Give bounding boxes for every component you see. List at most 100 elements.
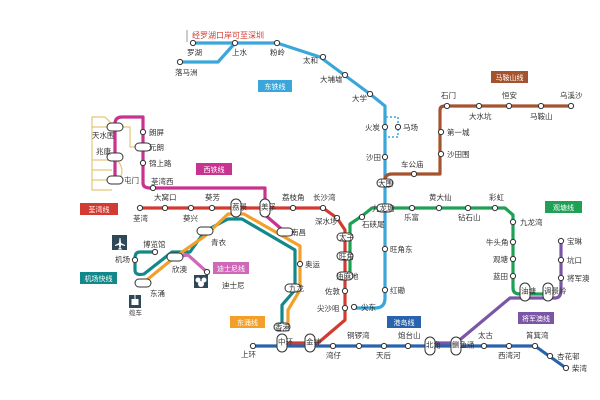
station-label-mong-kok-east[interactable]: 旺角东 [390, 244, 413, 254]
station-label-east-tst[interactable]: 尖东 [361, 302, 376, 312]
station-label-tin-shui-wai[interactable]: 天水围 [92, 130, 115, 140]
interchange-tuen-mun[interactable] [106, 175, 124, 185]
station-label-sha-tin-wai[interactable]: 沙田围 [447, 150, 470, 159]
station-label-tiu-keng-leng[interactable]: 调景岭 [544, 286, 567, 296]
station-label-fo-tan[interactable]: 火炭 [365, 123, 380, 132]
station-marker-sha-tin-wai[interactable] [437, 150, 445, 158]
station-label-tin-hau[interactable]: 天后 [376, 350, 391, 360]
interchange-siu-hong[interactable] [106, 152, 124, 162]
station-marker-tin-hau[interactable] [380, 342, 388, 350]
station-label-lok-ma-chau[interactable]: 落马洲 [175, 67, 198, 77]
station-label-mei-foo[interactable]: 美孚 [261, 202, 276, 212]
station-marker-cheung-sha-wan[interactable] [319, 204, 327, 212]
station-label-racecourse[interactable]: 马场 [403, 123, 418, 132]
station-marker-che-kung-temple[interactable] [410, 170, 418, 178]
interchange-tin-shui-wai[interactable] [106, 122, 124, 132]
station-marker-heng-fa-chuen[interactable] [546, 352, 554, 360]
interchange-mei-foo[interactable] [259, 198, 271, 218]
station-label-admiralty[interactable]: 金钟 [306, 337, 321, 347]
station-label-che-kung-temple[interactable]: 车公庙 [401, 159, 424, 169]
station-marker-tsuen-wan[interactable] [136, 204, 144, 212]
station-label-long-ping[interactable]: 朗屏 [149, 127, 164, 137]
station-label-tai-wo-hau[interactable]: 大窝口 [154, 192, 177, 202]
station-marker-tai-po-market[interactable] [341, 71, 349, 79]
station-marker-lai-chi-kok[interactable] [289, 204, 297, 212]
station-marker-kwai-hing[interactable] [187, 204, 195, 212]
interchange-central[interactable] [276, 333, 288, 353]
station-label-sheung-shui[interactable]: 上水 [232, 47, 247, 57]
station-label-fortress-hill[interactable]: 炮台山 [398, 330, 421, 340]
station-label-yau-tong[interactable]: 油塘 [521, 286, 536, 296]
station-label-mong-kok[interactable]: 旺角 [339, 251, 354, 261]
station-label-tsim-sha-tsui[interactable]: 尖沙咀 [317, 303, 340, 313]
station-marker-heng-on[interactable] [505, 102, 513, 110]
station-label-hang-hau[interactable]: 坑口 [567, 255, 582, 265]
interchange-sunny-bay[interactable] [166, 252, 184, 262]
station-label-hung-hom[interactable]: 红磡 [390, 285, 405, 295]
station-marker-sham-shui-po[interactable] [333, 214, 341, 222]
station-label-heng-on[interactable]: 恒安 [502, 90, 517, 100]
station-label-ma-on-shan[interactable]: 马鞍山 [530, 111, 553, 121]
interchange-prince-edward[interactable] [336, 232, 354, 242]
station-label-sheung-wan[interactable]: 上环 [241, 350, 256, 359]
station-label-yau-ma-tei[interactable]: 油麻地 [336, 271, 359, 281]
station-label-prince-edward[interactable]: 太子 [339, 232, 354, 242]
station-label-central[interactable]: 中环 [278, 337, 293, 347]
station-marker-airport[interactable] [131, 256, 139, 264]
station-marker-wu-kai-sha[interactable] [567, 102, 575, 110]
station-label-jordan[interactable]: 佐敦 [325, 286, 340, 296]
station-label-tuen-mun[interactable]: 屯门 [124, 175, 139, 185]
station-marker-long-ping[interactable] [139, 128, 147, 136]
interchange-yau-tong[interactable] [519, 282, 531, 302]
station-marker-hung-hom[interactable] [381, 286, 389, 294]
station-marker-tsuen-wan-west[interactable] [149, 184, 157, 192]
station-label-causeway-bay[interactable]: 铜锣湾 [347, 330, 370, 340]
station-label-cheung-sha-wan[interactable]: 长沙湾 [313, 192, 336, 202]
station-marker-wong-tai-sin[interactable] [435, 204, 443, 212]
station-marker-kowloon-bay[interactable] [509, 218, 517, 226]
station-label-lok-fu[interactable]: 乐富 [404, 212, 419, 222]
station-marker-choi-hung[interactable] [491, 204, 499, 212]
station-label-shau-kei-wan[interactable]: 筲箕湾 [526, 330, 549, 340]
interchange-mong-kok[interactable] [336, 251, 354, 261]
station-label-disneyland-resort[interactable]: 迪士尼 [222, 280, 245, 290]
station-marker-lok-ma-chau[interactable] [176, 58, 184, 66]
interchange-kowloon[interactable] [284, 283, 302, 293]
station-marker-tsim-sha-tsui[interactable] [341, 304, 349, 312]
station-label-quarry-bay[interactable]: 鲗鱼涌 [452, 340, 475, 350]
station-label-tsuen-wan[interactable]: 荃湾 [133, 213, 148, 223]
station-marker-lok-fu[interactable] [408, 204, 416, 212]
station-label-tung-chung[interactable]: 东涌 [150, 288, 165, 298]
station-label-tai-wai[interactable]: 大围 [378, 178, 393, 188]
station-label-kowloon[interactable]: 九龙 [289, 283, 304, 293]
station-marker-ngau-tau-kok[interactable] [509, 238, 517, 246]
station-label-lai-chi-kok[interactable]: 荔枝角 [282, 192, 305, 202]
station-marker-tai-wo-hau[interactable] [161, 204, 169, 212]
station-label-shek-mun[interactable]: 石门 [441, 91, 456, 100]
station-label-ngau-tau-kok[interactable]: 牛头角 [486, 237, 509, 247]
station-label-kwai-fong[interactable]: 葵芳 [205, 192, 220, 202]
station-marker-tai-shui-hang[interactable] [475, 102, 483, 110]
interchange-yuen-long[interactable] [134, 142, 152, 152]
station-label-kwun-tong[interactable]: 观塘 [493, 254, 508, 264]
interchange-yau-ma-tei[interactable] [336, 271, 354, 281]
station-label-tsuen-wan-west[interactable]: 荃湾西 [151, 176, 174, 186]
station-marker-lo-wu[interactable] [189, 39, 197, 47]
station-label-kowloon-bay[interactable]: 九龙湾 [520, 217, 543, 227]
station-marker-city-one[interactable] [437, 128, 445, 136]
station-label-diamond-hill[interactable]: 钻石山 [458, 212, 481, 222]
station-label-heng-fa-chuen[interactable]: 杏花邨 [557, 351, 580, 361]
station-label-wu-kai-sha[interactable]: 乌溪沙 [560, 90, 583, 100]
station-marker-chai-wan[interactable] [562, 364, 570, 372]
station-label-olympic[interactable]: 奥运 [305, 259, 320, 269]
station-marker-racecourse[interactable] [394, 123, 402, 131]
interchange-tsing-yi[interactable] [196, 226, 214, 236]
station-marker-kam-sheung-road[interactable] [139, 159, 147, 167]
station-label-sham-shui-po[interactable]: 深水埗 [315, 216, 338, 226]
station-label-sai-wan-ho[interactable]: 西湾河 [498, 350, 521, 360]
station-label-tseung-kwan-o[interactable]: 将军澳 [567, 273, 590, 283]
station-marker-asiaworld-expo[interactable] [151, 248, 159, 256]
interchange-nam-cheong[interactable] [276, 227, 294, 237]
station-marker-kwun-tong[interactable] [509, 255, 517, 263]
station-label-tai-koo[interactable]: 太古 [478, 330, 493, 340]
